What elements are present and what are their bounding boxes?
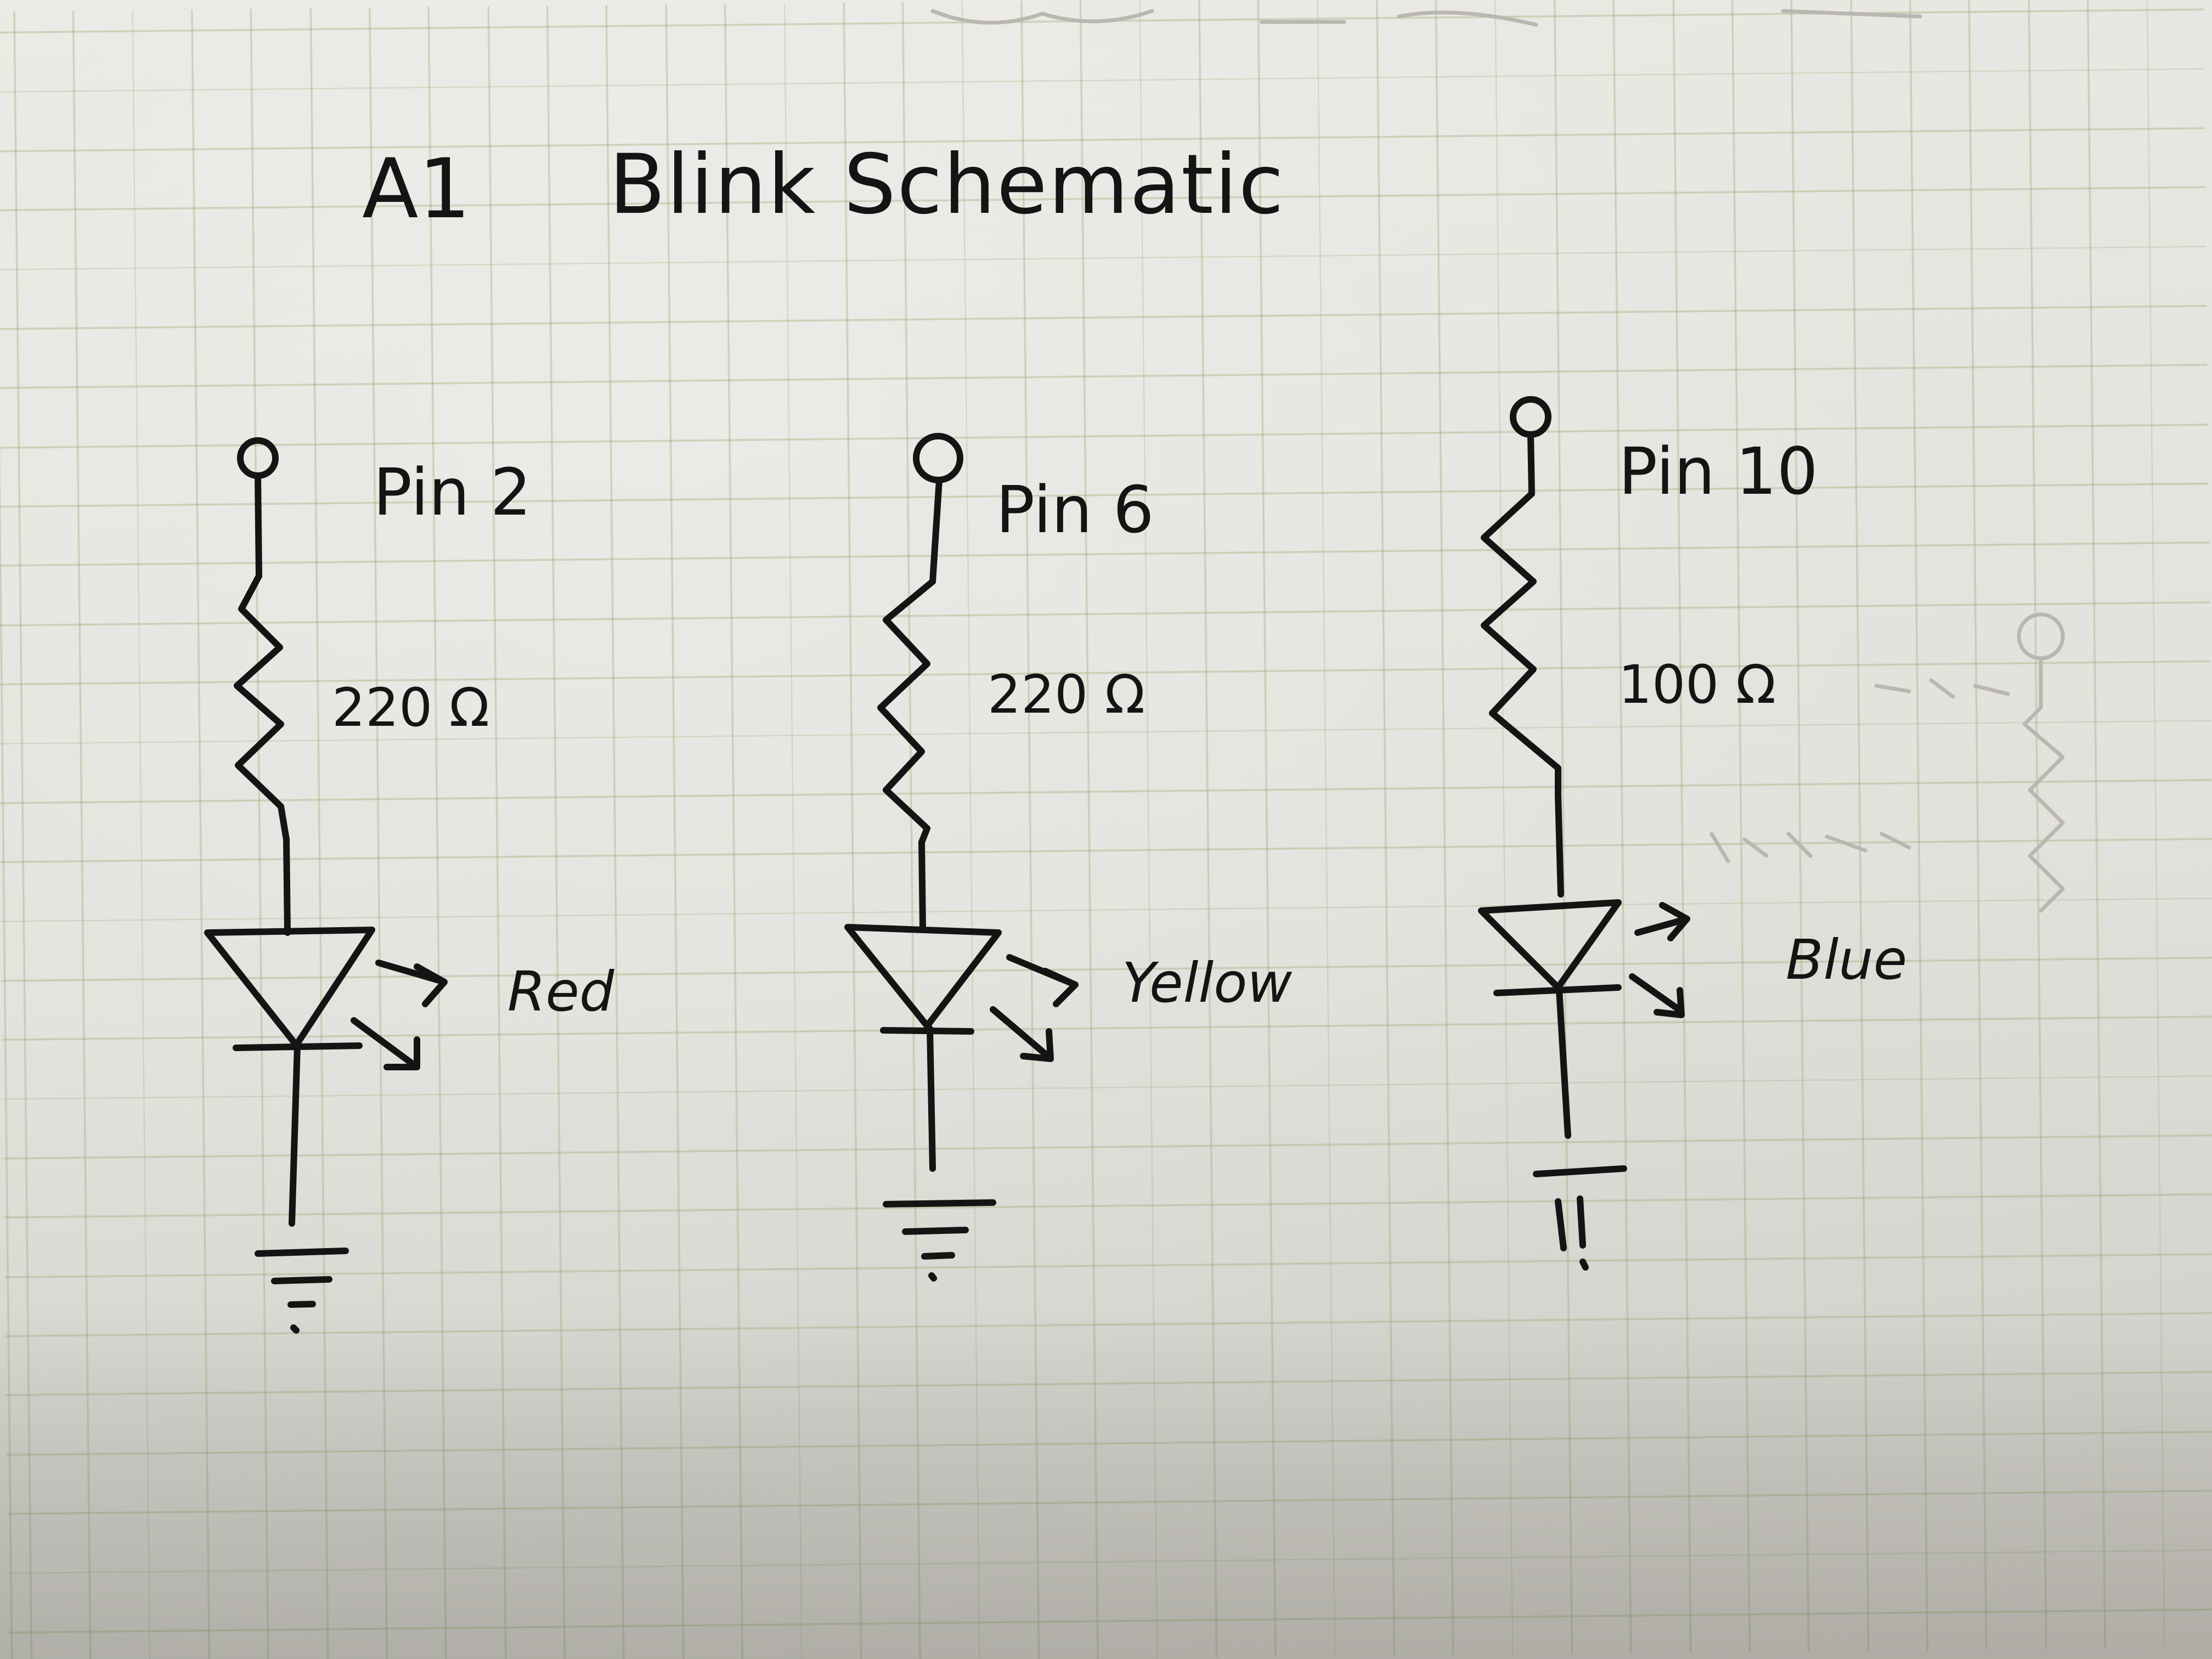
led-blue-label: Blue [1786,928,1908,992]
page-title: Blink Schematic [609,137,1285,233]
resistor-2-lead [918,839,926,930]
resistor-2 [877,578,936,845]
led-red-triangle [204,927,375,1048]
led-yellow-arrow-2 [990,1006,1054,1062]
led-yellow-ground-wire [927,1025,936,1172]
led-blue-arrow-1 [1634,902,1690,941]
resistor-3 [1481,490,1561,799]
pin-2-wire [255,472,262,579]
led-blue-triangle [1478,899,1622,991]
page-shadow [0,1306,2212,1659]
led-yellow-triangle [844,924,1002,1029]
led-red-ground-wire [289,1042,301,1227]
title-prefix: A1 [362,142,471,237]
pin-10-label: Pin 10 [1618,433,1818,509]
pin-10-wire [1527,431,1535,497]
led-yellow-label: Yellow [1122,951,1293,1015]
pin-6-terminal [913,433,963,483]
led-blue-ground-wire [1556,987,1571,1139]
circuit-pin-6 [844,433,1079,1282]
resistor-3-lead [1555,792,1564,898]
led-yellow-arrow-1 [1006,954,1079,1007]
resistor-1 [234,573,290,843]
pin-2-label: Pin 2 [373,454,532,530]
pin-6-wire [929,477,943,585]
circuit-pin-2 [204,437,448,1334]
resistor-2-value: 220 Ω [988,664,1146,725]
led-red-label: Red [507,960,614,1024]
resistor-3-value: 100 Ω [1618,654,1776,715]
bleed-through-ghost [930,9,2065,913]
led-red-arrow-1 [375,960,448,1007]
pin-10-terminal [1510,396,1551,438]
resistor-1-lead [283,836,291,936]
pin-6-label: Pin 6 [996,472,1154,548]
pin-2-terminal [237,437,279,479]
ground-symbol-1 [255,1248,349,1334]
circuit-pin-10 [1478,396,1690,1271]
led-blue-arrow-2 [1629,973,1685,1018]
ground-symbol-2 [883,1199,996,1282]
resistor-1-value: 220 Ω [332,677,490,738]
led-red-arrow-2 [351,1017,420,1070]
ground-symbol-3 [1533,1165,1627,1271]
